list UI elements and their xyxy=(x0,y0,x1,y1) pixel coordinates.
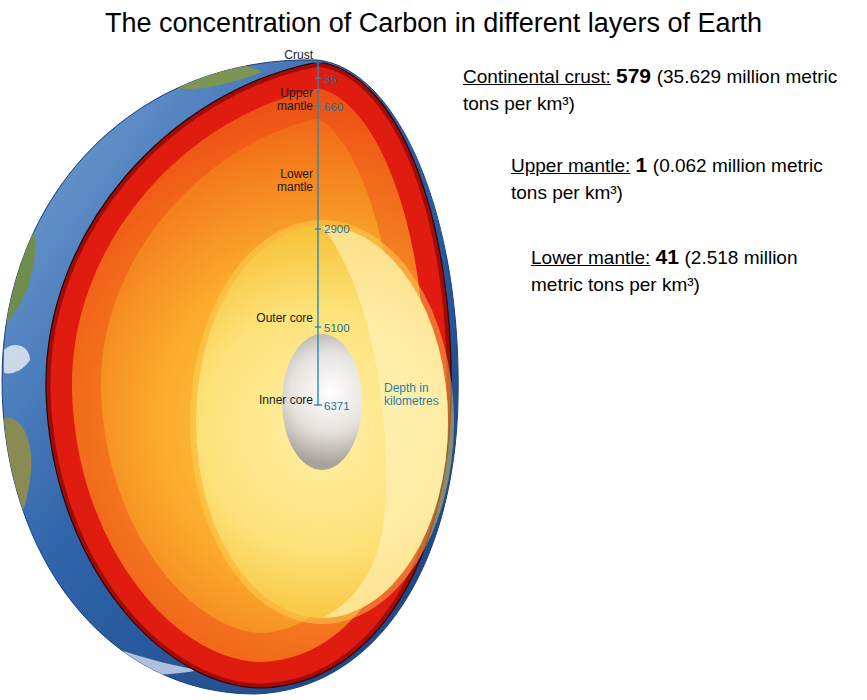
layer-name: Continental crust: xyxy=(463,66,611,87)
axis-tick xyxy=(314,404,322,405)
layer-label: Outer core xyxy=(256,312,313,325)
axis-tick xyxy=(315,228,321,229)
depth-value: 6371 xyxy=(324,400,350,413)
layer-label: Inner core xyxy=(259,394,313,407)
cloud xyxy=(60,111,120,150)
label-slot: Outer core xyxy=(256,312,313,325)
axis-tick xyxy=(315,77,321,78)
concentration-value: 1 xyxy=(635,153,647,176)
layer-label: Lower mantle xyxy=(261,168,313,194)
label-slot: Crust xyxy=(284,49,313,62)
concentration-value: 579 xyxy=(616,64,651,87)
depth-value: 35 xyxy=(324,73,337,86)
concentration-value: 41 xyxy=(655,245,678,268)
core-glow xyxy=(190,220,454,624)
depth-value: 2900 xyxy=(324,223,350,236)
label-slot: 35 xyxy=(324,73,337,86)
concentration-callout: Continental crust:579(35.629 million met… xyxy=(463,62,861,117)
layer-name: Lower mantle: xyxy=(531,247,650,268)
outer-core xyxy=(196,226,448,618)
depth-axis xyxy=(314,62,322,405)
concentration-callout: Lower mantle:41(2.518 million metric ton… xyxy=(531,243,823,298)
label-slot: 5100 xyxy=(324,322,350,335)
land xyxy=(0,205,35,330)
layer-label: Depth in kilometres xyxy=(384,382,456,408)
label-slot: Depth in kilometres xyxy=(384,382,456,408)
depth-value: 5100 xyxy=(324,322,350,335)
layer-label: Upper mantle xyxy=(261,87,313,113)
title-slot: The concentration of Carbon in different… xyxy=(0,6,867,40)
layer-name: Upper mantle: xyxy=(511,155,630,176)
layer-label: Crust xyxy=(284,49,313,62)
axis-tick xyxy=(314,61,322,62)
label-slot: Upper mantle xyxy=(261,87,313,113)
diagram-title: The concentration of Carbon in different… xyxy=(105,6,762,40)
axis-tick xyxy=(315,326,321,327)
label-slot: 6371 xyxy=(324,400,350,413)
label-slot: Inner core xyxy=(259,394,313,407)
concentration-callout: Upper mantle:1(0.062 million metric tons… xyxy=(511,151,841,206)
label-slot: 660 xyxy=(324,101,343,114)
label-slot: 2900 xyxy=(324,223,350,236)
label-slot: Lower mantle xyxy=(261,168,313,194)
land xyxy=(0,418,31,545)
cloud xyxy=(4,345,30,373)
axis-tick xyxy=(315,105,321,106)
globe-surface xyxy=(2,60,458,694)
axis-line xyxy=(317,62,318,405)
depth-value: 660 xyxy=(324,101,343,114)
